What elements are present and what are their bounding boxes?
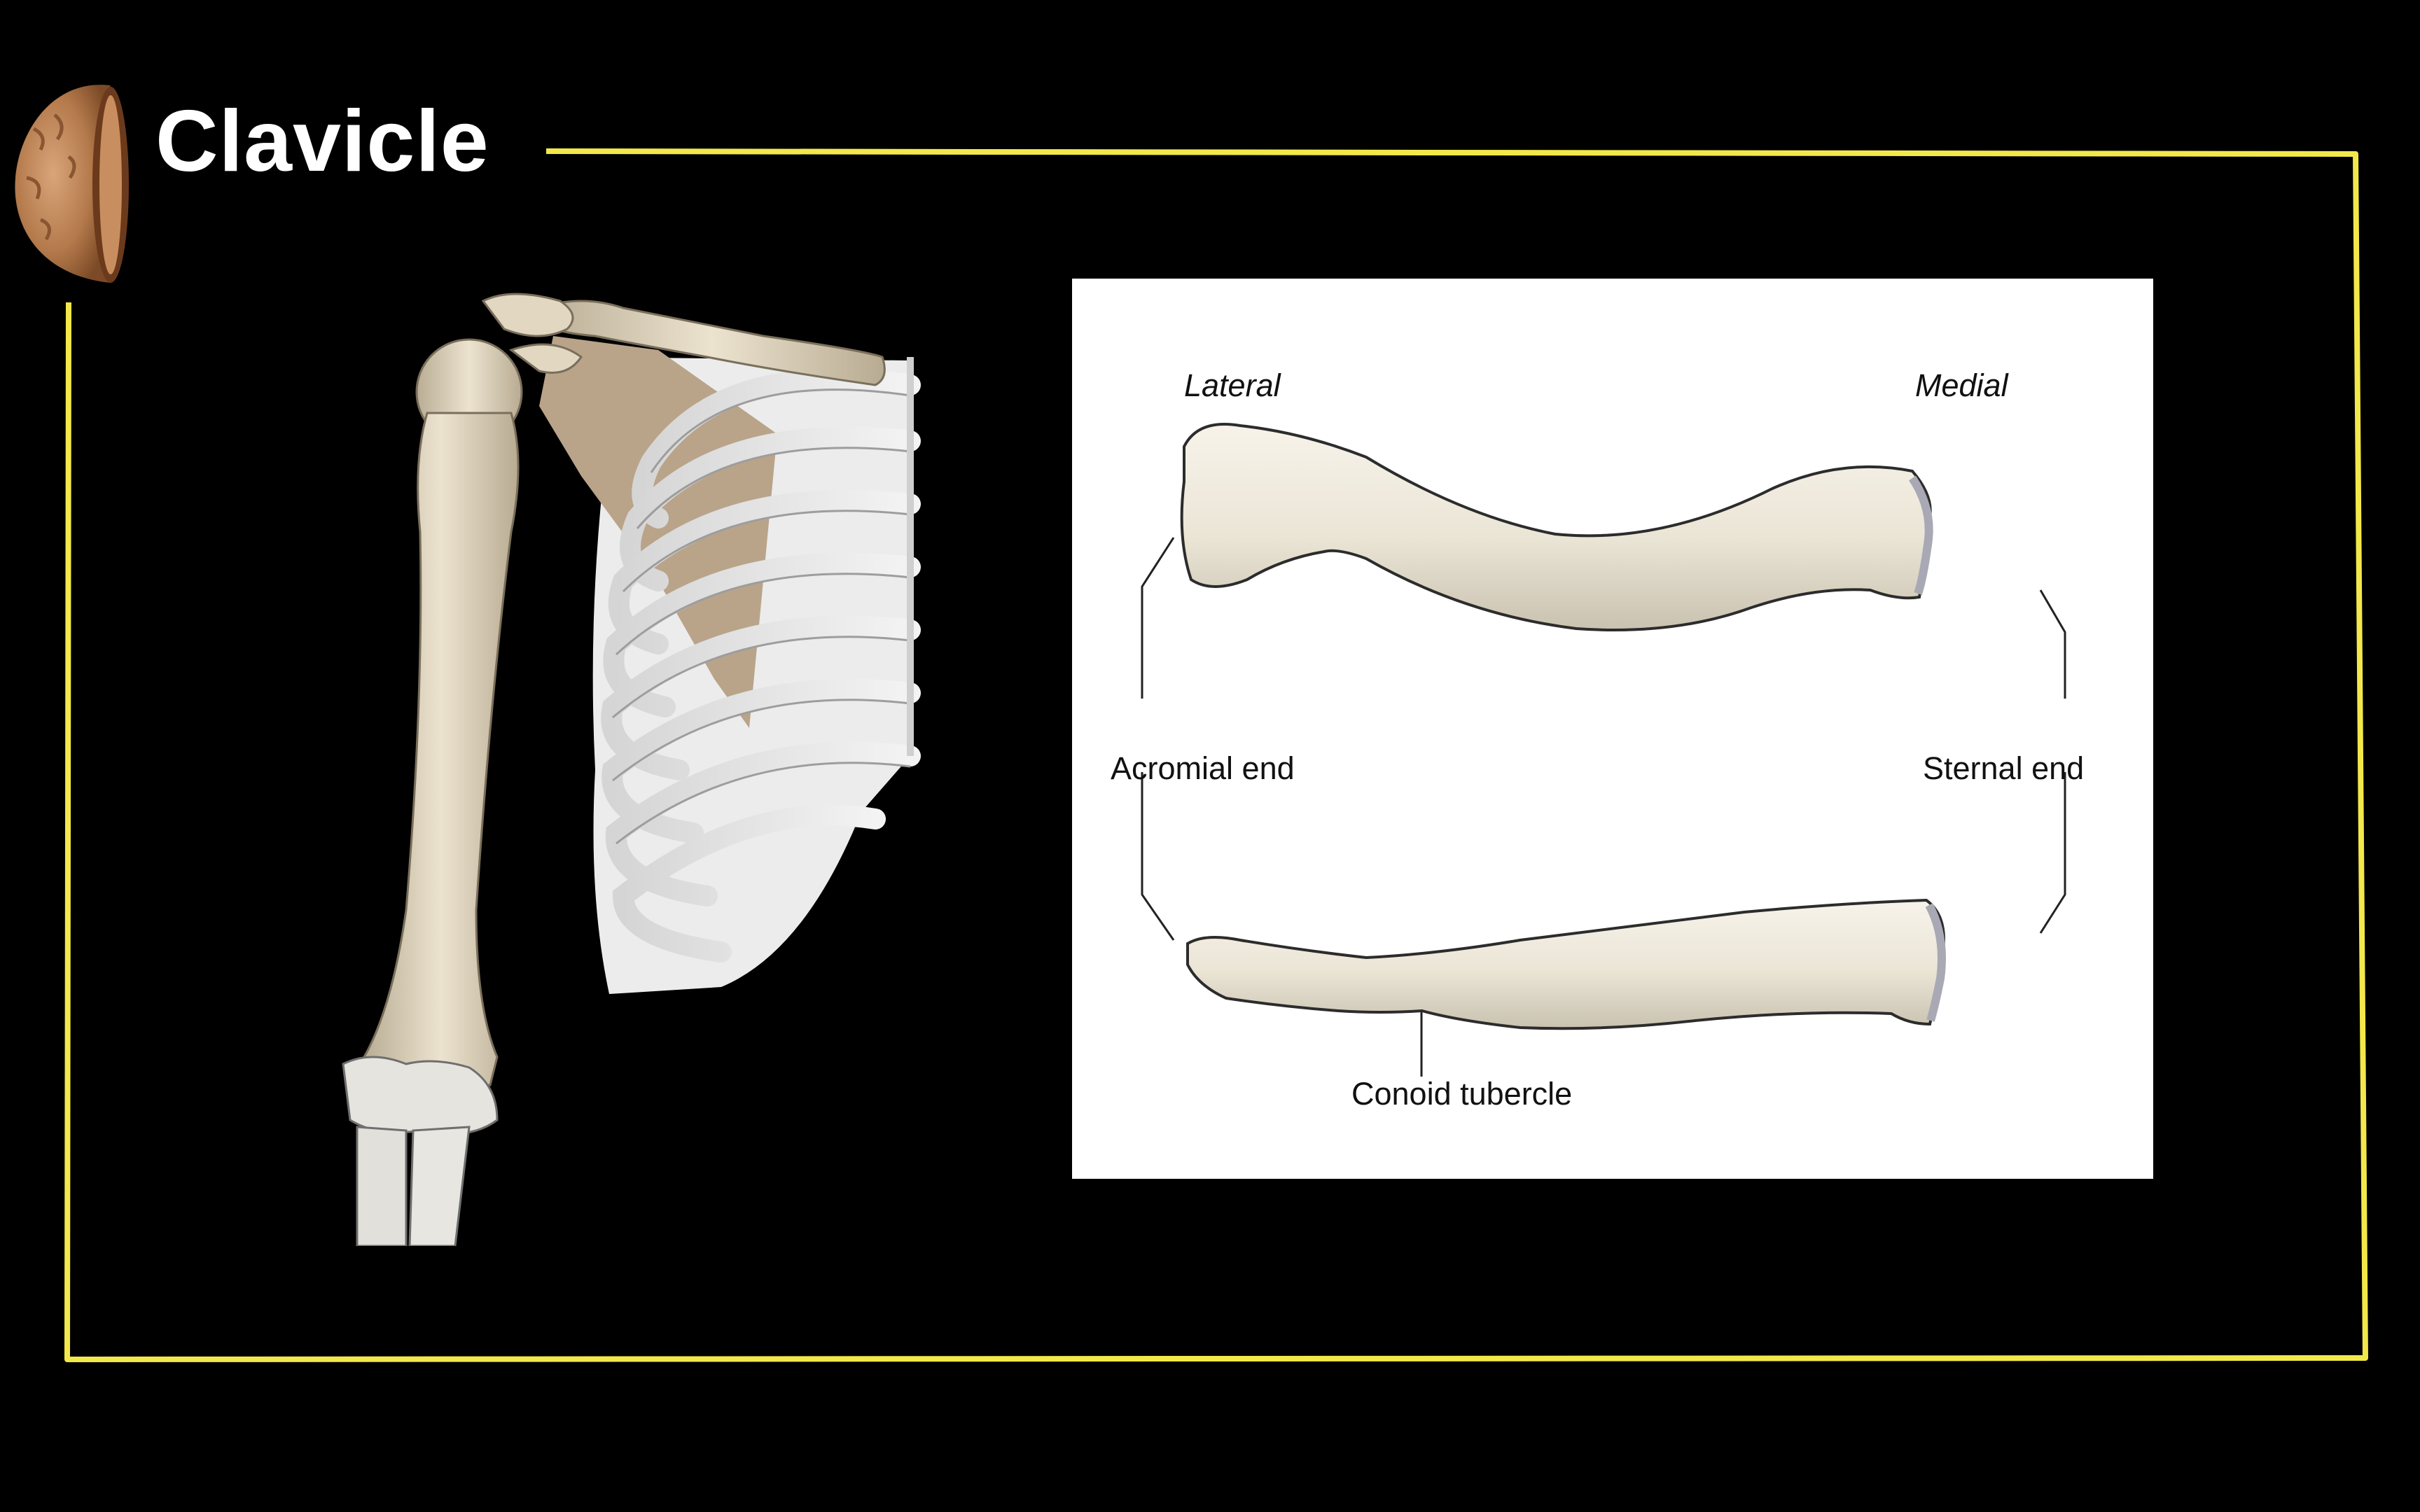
label-sternal-end: Sternal end (1923, 750, 2085, 786)
label-lateral: Lateral (1184, 368, 1281, 403)
clavicle-diagram (1141, 423, 2066, 1077)
label-acromial-end: Acromial end (1111, 750, 1295, 786)
walnut-shell-icon (15, 85, 129, 283)
clavicle-inferior-view (1186, 898, 1945, 1030)
slide-title: Clavicle (155, 93, 489, 190)
clavicle-diagram-panel: Lateral Medial Acromial end Sternal end … (1072, 279, 2153, 1179)
label-conoid-tubercle: Conoid tubercle (1351, 1076, 1573, 1112)
shoulder-skeleton-illustration (342, 293, 921, 1246)
clavicle-superior-view (1180, 423, 1932, 631)
label-medial: Medial (1915, 368, 2008, 403)
